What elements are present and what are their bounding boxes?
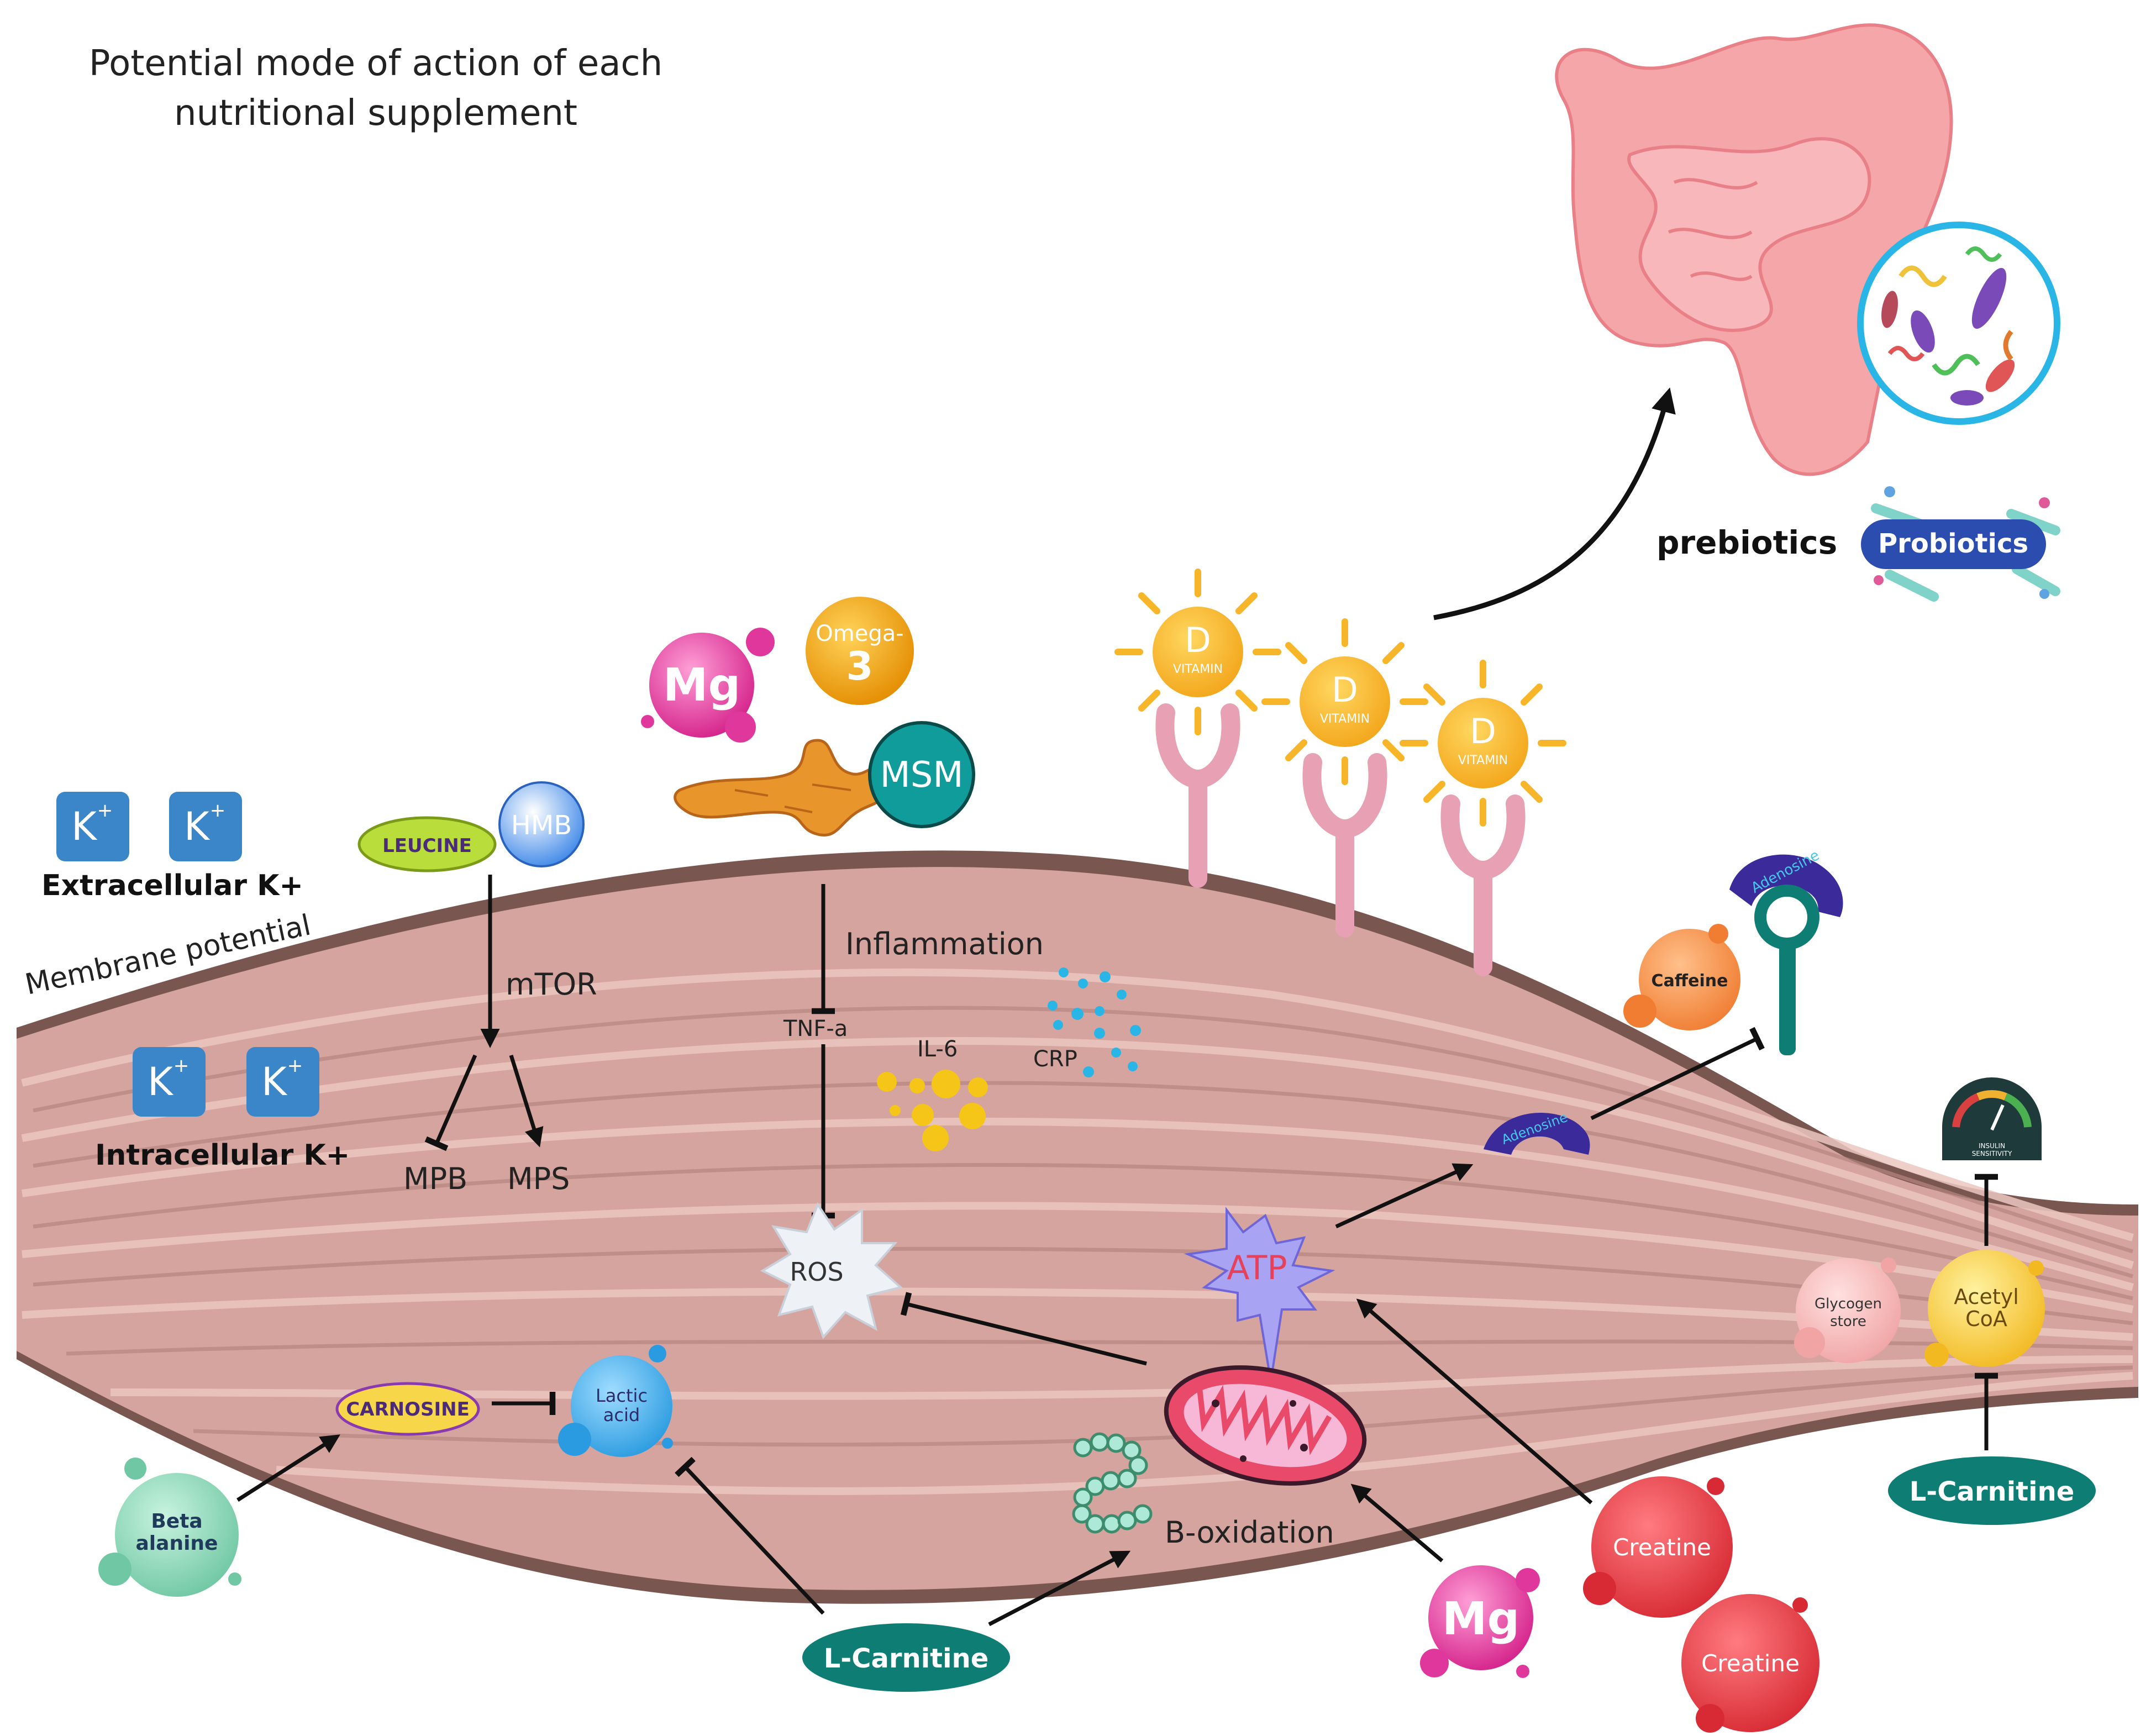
potassium-ion-icon: K + bbox=[56, 792, 129, 861]
svg-text:+: + bbox=[287, 1055, 303, 1077]
svg-text:D: D bbox=[1470, 711, 1496, 751]
vitamin-d-sun-icon: D VITAMIN bbox=[1114, 569, 1281, 735]
svg-text:VITAMIN: VITAMIN bbox=[1173, 662, 1223, 676]
il6-label: IL-6 bbox=[917, 1037, 958, 1062]
bacteria-icon bbox=[1857, 222, 2060, 425]
svg-text:+: + bbox=[173, 1055, 190, 1077]
svg-text:Mg: Mg bbox=[663, 659, 740, 712]
svg-text:Creatine: Creatine bbox=[1701, 1650, 1800, 1677]
svg-text:MSM: MSM bbox=[880, 755, 963, 796]
svg-text:Glycogen: Glycogen bbox=[1815, 1296, 1882, 1312]
magnesium-icon: Mg bbox=[1420, 1565, 1540, 1678]
svg-text:D: D bbox=[1332, 670, 1358, 710]
svg-text:3: 3 bbox=[846, 644, 874, 689]
svg-text:Omega-: Omega- bbox=[816, 621, 903, 646]
crp-label: CRP bbox=[1033, 1046, 1077, 1072]
extracellular-k-label: Extracellular K+ bbox=[41, 869, 303, 902]
svg-text:Beta: Beta bbox=[151, 1510, 202, 1533]
receptor-icon bbox=[1440, 795, 1526, 976]
svg-text:K: K bbox=[148, 1059, 174, 1104]
creatine-bubble-1: Creatine bbox=[1583, 1476, 1733, 1618]
inflammation-label: Inflammation bbox=[845, 927, 1044, 961]
gauge-icon: INSULIN SENSITIVITY bbox=[1942, 1077, 2042, 1160]
svg-text:L-Carnitine: L-Carnitine bbox=[1910, 1476, 2075, 1507]
svg-text:K: K bbox=[261, 1059, 288, 1104]
caffeine-bubble: Caffeine bbox=[1623, 924, 1740, 1030]
title-line-2: nutritional supplement bbox=[174, 93, 577, 134]
atp-label: ATP bbox=[1227, 1249, 1287, 1287]
receptor-icon bbox=[1302, 753, 1387, 938]
muscle-fiber bbox=[17, 850, 2138, 1604]
atp-burst-icon: ATP bbox=[1184, 1207, 1335, 1382]
svg-text:Caffeine: Caffeine bbox=[1652, 971, 1728, 991]
vitamin-d-receptor-1: D VITAMIN bbox=[1114, 569, 1281, 888]
glycogen-store-bubble: Glycogen store bbox=[1794, 1258, 1901, 1363]
ros-label: ROS bbox=[790, 1257, 843, 1287]
svg-text:HMB: HMB bbox=[511, 810, 572, 841]
svg-text:L-Carnitine: L-Carnitine bbox=[824, 1643, 989, 1674]
svg-text:acid: acid bbox=[603, 1404, 640, 1425]
svg-text:D: D bbox=[1185, 620, 1211, 660]
receptor-icon bbox=[1155, 703, 1240, 888]
svg-text:+: + bbox=[210, 799, 226, 822]
beta-alanine-bubble: Beta alanine bbox=[98, 1458, 241, 1597]
potassium-ion-icon: K + bbox=[246, 1047, 319, 1117]
svg-text:Creatine: Creatine bbox=[1613, 1534, 1711, 1561]
potassium-ion-icon: K + bbox=[169, 792, 242, 861]
adenosine-receptor-icon: Adenosine bbox=[1729, 847, 1843, 1055]
title-line-1: Potential mode of action of each bbox=[88, 43, 663, 84]
svg-text:CoA: CoA bbox=[1965, 1307, 2007, 1331]
vitamin-d-receptor-2: D VITAMIN bbox=[1261, 618, 1428, 938]
svg-text:VITAMIN: VITAMIN bbox=[1458, 754, 1508, 767]
l-carnitine-pill-right: L-Carnitine bbox=[1888, 1456, 2096, 1525]
crp-particles bbox=[1048, 967, 1141, 1077]
svg-text:+: + bbox=[97, 799, 113, 822]
svg-text:store: store bbox=[1830, 1313, 1866, 1330]
leucine-capsule: LEUCINE bbox=[357, 816, 497, 872]
prebiotics-label: prebiotics bbox=[1656, 524, 1837, 561]
svg-text:K: K bbox=[71, 804, 98, 849]
intracellular-potassium-group: K + K + Intracellular K+ bbox=[95, 1047, 350, 1172]
svg-text:INSULIN: INSULIN bbox=[1979, 1142, 2005, 1150]
svg-text:LEUCINE: LEUCINE bbox=[382, 835, 472, 857]
b-oxidation-label: B-oxidation bbox=[1165, 1515, 1334, 1550]
lactic-acid-bubble: Lactic acid bbox=[558, 1345, 673, 1457]
msm-icon: MSM bbox=[868, 721, 975, 828]
diagram-title: Potential mode of action of each nutriti… bbox=[55, 39, 696, 138]
ros-burst-icon: ROS bbox=[760, 1202, 903, 1339]
magnesium-icon: Mg bbox=[641, 628, 775, 743]
svg-text:alanine: alanine bbox=[136, 1532, 218, 1555]
svg-text:K: K bbox=[184, 804, 211, 849]
svg-text:Lactic: Lactic bbox=[596, 1385, 648, 1406]
vitamin-d-receptor-3: D VITAMIN bbox=[1400, 660, 1566, 976]
acetyl-coa-bubble: Acetyl CoA bbox=[1924, 1250, 2045, 1367]
mpb-label: MPB bbox=[403, 1161, 467, 1196]
potassium-ion-icon: K + bbox=[133, 1047, 206, 1117]
l-carnitine-pill-bottom: L-Carnitine bbox=[802, 1623, 1010, 1692]
svg-text:SENSITIVITY: SENSITIVITY bbox=[1972, 1150, 2012, 1158]
svg-text:Acetyl: Acetyl bbox=[1954, 1285, 2019, 1309]
omega-3-icon: Omega- 3 bbox=[806, 597, 914, 705]
intracellular-k-label: Intracellular K+ bbox=[95, 1139, 350, 1172]
svg-text:VITAMIN: VITAMIN bbox=[1320, 712, 1370, 726]
extracellular-potassium-group: K + K + Extracellular K+ bbox=[41, 792, 303, 902]
creatine-bubble-2: Creatine bbox=[1681, 1594, 1819, 1733]
mitochondria-icon bbox=[1164, 1365, 1367, 1486]
intestine-icon bbox=[1555, 23, 1953, 476]
carnosine-capsule: CARNOSINE bbox=[335, 1382, 480, 1436]
svg-text:Mg: Mg bbox=[1442, 1593, 1519, 1645]
fatty-acid-chain bbox=[1072, 1432, 1153, 1534]
hmb-bubble: HMB bbox=[498, 781, 585, 867]
il6-particles bbox=[877, 1070, 988, 1151]
vitamin-d-sun-icon: D VITAMIN bbox=[1400, 660, 1566, 827]
mps-label: MPS bbox=[507, 1161, 570, 1196]
vitamin-d-sun-icon: D VITAMIN bbox=[1261, 618, 1428, 785]
mtor-label: mTOR bbox=[506, 967, 597, 1002]
probiotics-badge: Probiotics bbox=[1861, 486, 2060, 602]
svg-text:CARNOSINE: CARNOSINE bbox=[346, 1398, 470, 1421]
svg-text:Probiotics: Probiotics bbox=[1878, 528, 2028, 559]
tnf-label: TNF-a bbox=[783, 1016, 848, 1041]
